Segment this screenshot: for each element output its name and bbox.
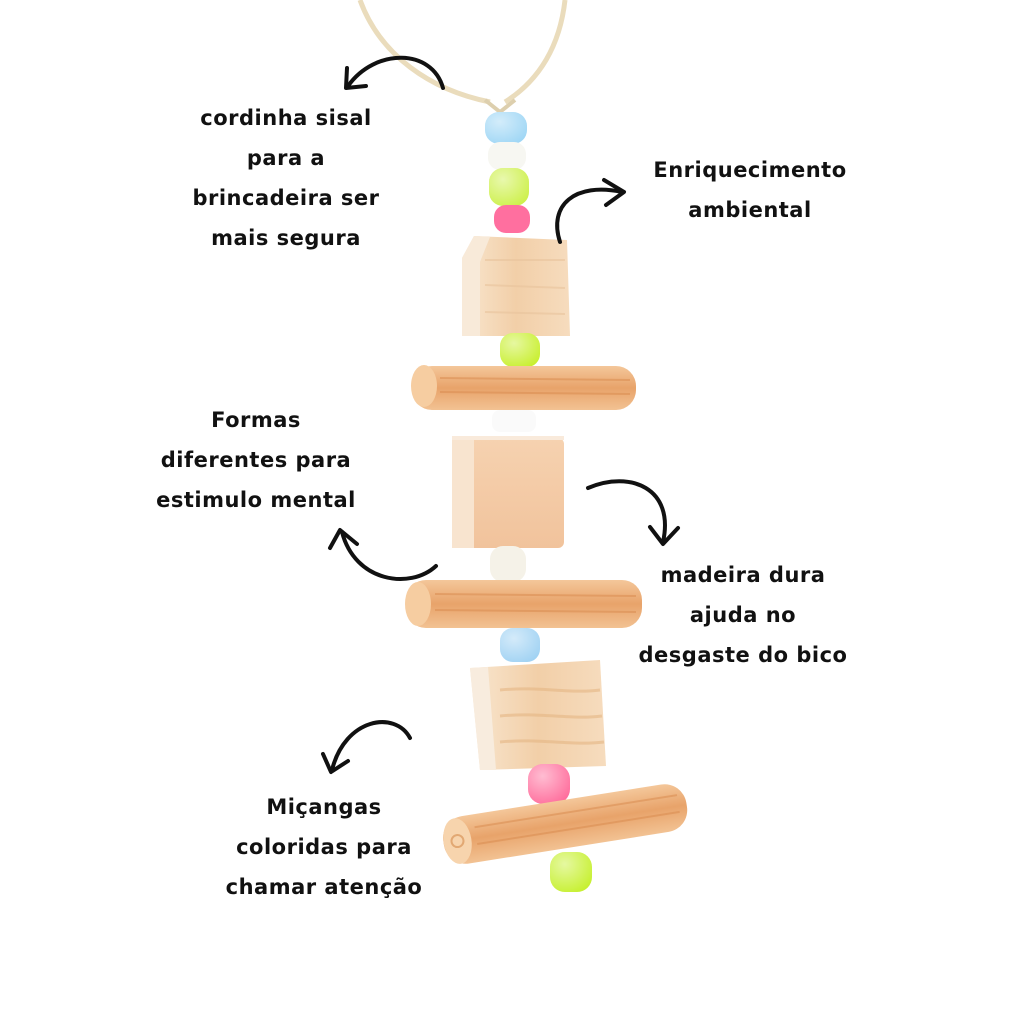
annotation-line: madeira dura (660, 563, 826, 587)
bead-green-bottom (550, 852, 592, 892)
annotation-line: ambiental (688, 198, 812, 222)
bead-pink-top (494, 205, 530, 233)
arrow-formas-icon (328, 528, 438, 581)
annotation-line: Miçangas (266, 795, 382, 819)
annotation-beads: Miçangas coloridas para chamar atenção (208, 787, 440, 907)
annotation-enrichment: Enriquecimento ambiental (640, 150, 860, 230)
annotation-line: ajuda no (689, 603, 797, 627)
annotation-line: para a (246, 146, 326, 170)
annotation-line: Formas (211, 408, 301, 432)
annotation-line: cordinha sisal (200, 106, 372, 130)
sisal-rope (357, 0, 568, 115)
annotation-line: coloridas para (236, 835, 412, 859)
arrow-enrich-icon (555, 178, 626, 244)
bead-green-top (489, 168, 529, 206)
arrow-micang-icon (321, 720, 412, 774)
annotation-line: estimulo mental (156, 488, 356, 512)
annotation-line: brincadeira ser (192, 186, 380, 210)
wood-cube-3 (470, 660, 606, 770)
bead-white-2 (490, 546, 526, 582)
bead-pink-4 (528, 764, 570, 804)
bead-blue-3 (500, 628, 540, 662)
annotation-line: mais segura (211, 226, 361, 250)
bead-white-top (488, 142, 526, 170)
annotation-hard-wood: madeira dura ajuda no desgaste do bico (628, 555, 858, 675)
wood-stick-1 (411, 365, 636, 410)
annotation-shapes: Formas diferentes para estimulo mental (140, 400, 372, 520)
annotation-line: diferentes para (160, 448, 352, 472)
annotation-line: chamar atenção (225, 875, 423, 899)
bead-white-hidden (492, 410, 536, 432)
annotation-sisal: cordinha sisal para a brincadeira ser ma… (176, 98, 396, 258)
annotation-line: desgaste do bico (638, 643, 848, 667)
annotation-line: Enriquecimento (653, 158, 847, 182)
arrow-madeira-icon (586, 479, 680, 546)
wood-stick-2 (405, 580, 642, 628)
arrow-sisal-icon (344, 55, 445, 90)
bead-green-2 (500, 333, 540, 367)
wood-cube-1 (462, 236, 570, 336)
bead-blue-top (485, 112, 527, 144)
wood-cube-2 (452, 436, 564, 548)
wood-stick-3 (443, 784, 688, 864)
